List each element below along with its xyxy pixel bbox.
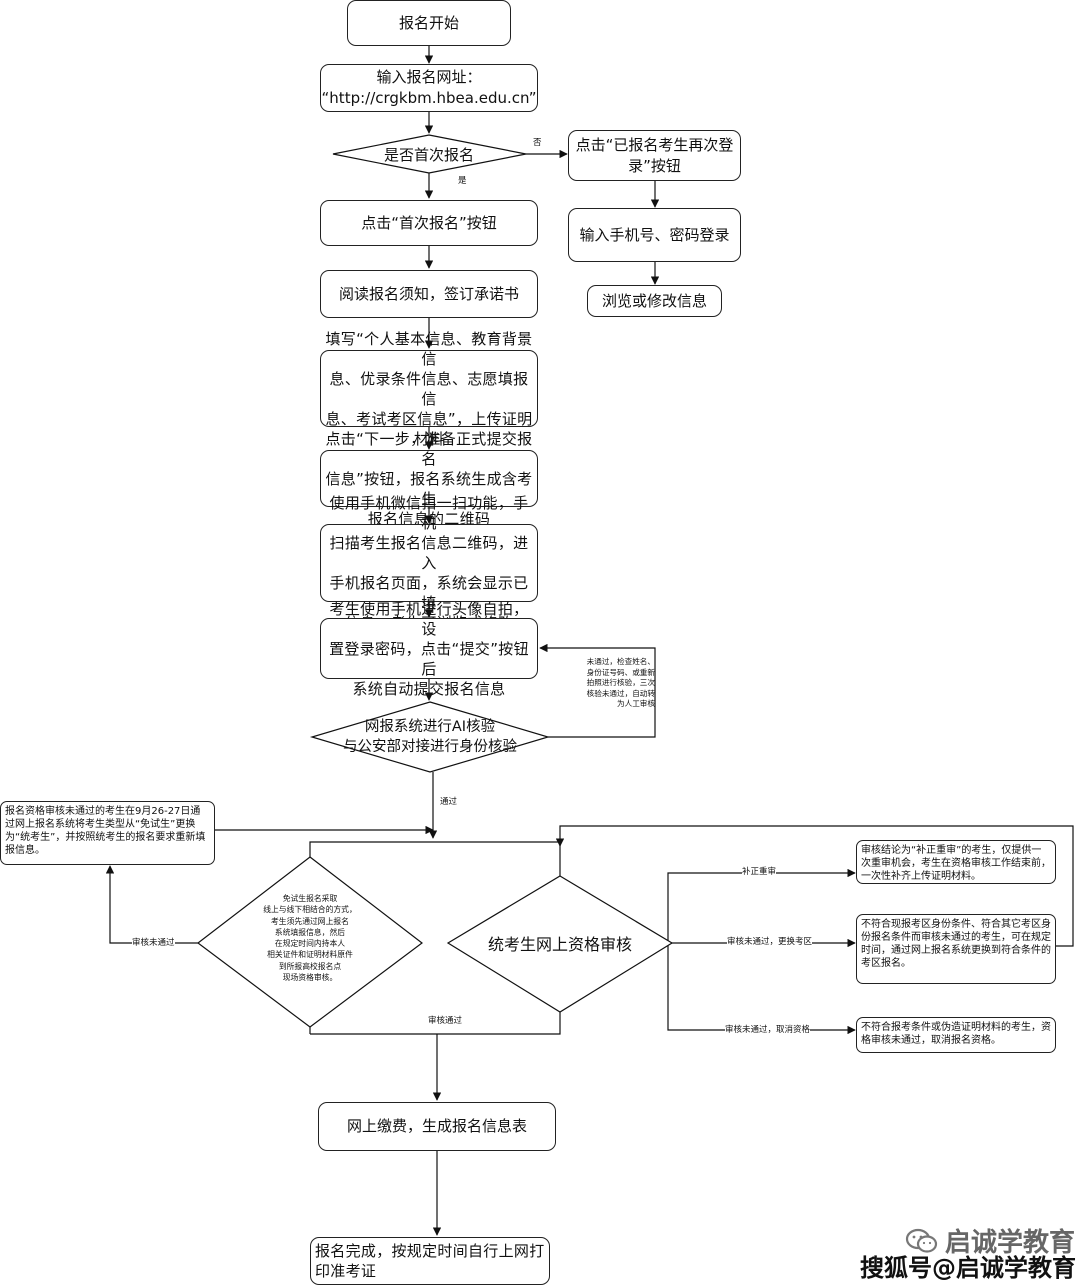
first-time-decision-shape bbox=[332, 134, 527, 174]
read-notice-box: 阅读报名须知，签订承诺书 bbox=[320, 270, 538, 318]
label-change-area: 审核未通过，更换考区 bbox=[727, 937, 813, 948]
exempt-diamond-text: 免试生报名采取 线上与线下相结合的方式， 考生须先通过网上报名 系统填报信息，然… bbox=[263, 894, 357, 983]
label-no: 否 bbox=[533, 138, 542, 149]
label-cancel: 审核未通过，取消资格 bbox=[725, 1025, 811, 1036]
label-correction: 补正重审 bbox=[742, 867, 777, 878]
ai-check-text: 网报系统进行AI核验 与公安部对接进行身份核验 bbox=[343, 719, 517, 755]
fill-info-box: 填写“个人基本信息、教育背景信 息、优录条件信息、志愿填报信 息、考试考区信息”… bbox=[320, 330, 538, 448]
selfie-box: 考生使用手机进行头像自拍，设 置登录密码，点击“提交”按钮后 系统自动提交报名信… bbox=[320, 600, 538, 698]
wechat-icon bbox=[905, 1228, 938, 1253]
exempt-decision-shape bbox=[197, 856, 423, 1028]
watermark-line1: 启诚学教育 bbox=[945, 1228, 1076, 1258]
watermark-brand: 启诚学教育 bbox=[905, 1222, 1075, 1259]
ai-check-decision-shape bbox=[309, 701, 551, 773]
watermark-line2: 搜狐号@启诚学教育 bbox=[860, 1254, 1076, 1282]
label-pass: 通过 bbox=[440, 797, 458, 808]
start-box: 报名开始 bbox=[347, 0, 511, 46]
unified-review-decision-shape bbox=[446, 875, 674, 1013]
unified-review-text: 统考生网上资格审核 bbox=[487, 935, 632, 954]
browse-modify-box: 浏览或修改信息 bbox=[587, 285, 722, 317]
relogin-box: 点击“已报名考生再次登 录”按钮 bbox=[568, 130, 741, 181]
first-time-decision-text: 是否首次报名 bbox=[383, 145, 474, 164]
exempt-fail-note: 报名资格审核未通过的考生在9月26-27日通过网上报名系统将考生类型从“免试生”… bbox=[0, 801, 215, 865]
change-area-note: 不符合现报考区身份条件、符合其它考区身份报名条件而审核未通过的考生，可在规定时间… bbox=[856, 914, 1056, 984]
correction-note: 审核结论为“补正重审”的考生，仅提供一次重审机会，考生在资格审核工作结束前，一次… bbox=[856, 840, 1056, 884]
phone-login-box: 输入手机号、密码登录 bbox=[568, 208, 741, 262]
enter-url-box: 输入报名网址： “http://crgkbm.hbea.edu.cn” bbox=[320, 64, 538, 112]
ai-fail-note: 未通过，检查姓名、 身份证号码、或重新 拍照进行核验，三次 核验未通过，自动转 … bbox=[586, 657, 655, 708]
cancel-note: 不符合报考条件或伪造证明材料的考生，资格审核未通过，取消报名资格。 bbox=[856, 1017, 1056, 1053]
label-review-pass: 审核通过 bbox=[428, 1016, 463, 1027]
label-yes: 是 bbox=[458, 176, 467, 187]
label-review-fail: 审核未通过 bbox=[132, 938, 175, 949]
click-first-box: 点击“首次报名”按钮 bbox=[320, 200, 538, 246]
complete-box: 报名完成，按规定时间自行上网打 印准考证 bbox=[310, 1237, 550, 1285]
payment-box: 网上缴费，生成报名信息表 bbox=[318, 1102, 556, 1151]
wechat-scan-box: 使用手机微信扫一扫功能，手机 扫描考生报名信息二维码，进入 手机报名页面，系统会… bbox=[320, 494, 538, 632]
